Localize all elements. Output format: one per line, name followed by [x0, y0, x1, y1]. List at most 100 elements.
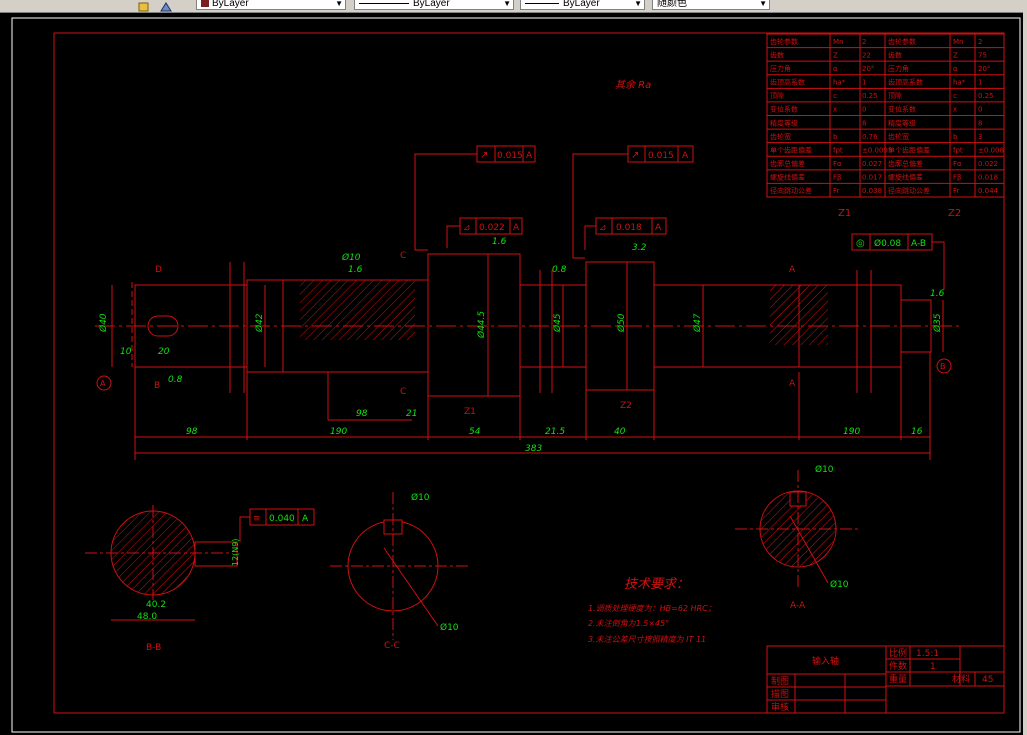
table-cell: x: [953, 106, 957, 114]
svg-text:制图: 制图: [771, 675, 789, 687]
table-cell: 变位系数: [770, 105, 798, 114]
dim-l4: 190: [330, 427, 347, 437]
table-cell: 顶隙: [770, 91, 784, 100]
svg-text:C: C: [400, 251, 406, 261]
tolerance-frame-5: ◎ Ø0.08 A-B: [851, 233, 945, 290]
table-cell: 齿顶高系数: [770, 78, 805, 87]
dim-l2: 20: [158, 347, 170, 357]
table-cell: ±0.008: [978, 146, 1004, 154]
title-block: [766, 645, 1005, 714]
section-a-a: Ø10 Ø10 A-A: [735, 464, 860, 611]
linetype-dropdown-value: ByLayer: [413, 0, 450, 9]
svg-text:比例: 比例: [889, 647, 907, 659]
technical-requirements: 技术要求： 1.调质处理硬度为：HB=62 HRC； 2.未注倒角为1.5×45…: [588, 577, 716, 644]
dim-d1: Ø40: [98, 313, 109, 333]
svg-text:0.015: 0.015: [648, 151, 674, 161]
section-label-c: C-C: [384, 641, 400, 651]
dimension-lines: [111, 254, 944, 460]
table-cell: 0: [978, 106, 982, 114]
table-cell: ha*: [953, 79, 966, 87]
svg-text:Ø10: Ø10: [830, 579, 849, 590]
table-cell: 0.022: [978, 160, 998, 168]
table-cell: 1: [978, 79, 982, 87]
table-cell: α: [953, 65, 958, 73]
layer-previous-icon[interactable]: [160, 0, 172, 12]
table-cell: 压力角: [770, 64, 791, 73]
table-cell: c: [953, 92, 957, 100]
svg-text:↗: ↗: [480, 150, 488, 161]
table-cell: 0.044: [978, 187, 999, 195]
table-cell: 单个齿距偏差: [770, 145, 812, 154]
table-cell: 齿廓总偏差: [770, 159, 805, 168]
chevron-down-icon: ▼: [503, 0, 511, 8]
dim-l10: 190: [843, 427, 860, 437]
table-cell: Mn: [833, 38, 843, 46]
table-cell: fpt: [953, 146, 963, 154]
z1-label: Z1: [838, 208, 851, 219]
table-cell: ±0.0095: [862, 146, 892, 154]
svg-text:Ø10: Ø10: [411, 492, 430, 503]
svg-text:0.040: 0.040: [269, 514, 295, 524]
svg-text:⊿: ⊿: [599, 223, 607, 233]
lineweight-dropdown[interactable]: ByLayer ▼: [520, 0, 645, 10]
tolerance-frame-4: ⊿ 0.018 A: [584, 217, 667, 250]
ra-2: 1.6: [492, 237, 507, 247]
tech-req-3: 3.未注公差尺寸按照精度为 IT 11: [588, 635, 706, 644]
svg-text:描图: 描图: [771, 688, 789, 700]
dim-l9: 40: [614, 427, 626, 437]
sheet-inner-frame: [53, 32, 1005, 714]
dim-total: 383: [525, 444, 542, 454]
dim-l7: 54: [469, 427, 481, 437]
table-cell: 0.027: [862, 160, 882, 168]
table-cell: fpt: [833, 146, 843, 154]
tech-req-1: 1.调质处理硬度为：HB=62 HRC；: [588, 604, 716, 613]
svg-text:◎: ◎: [856, 238, 865, 249]
table-cell: Fβ: [833, 174, 842, 182]
plotstyle-dropdown[interactable]: 随颜色 ▼: [652, 0, 770, 10]
table-cell: 22: [862, 51, 871, 59]
ra-4: 0.8: [552, 265, 567, 275]
tolerance-frame-3: ⊿ 0.022 A: [446, 217, 523, 248]
z2-label: Z2: [948, 208, 961, 219]
svg-text:Ø0.08: Ø0.08: [874, 238, 901, 249]
table-cell: ha*: [833, 79, 846, 87]
part-name: 输入轴: [812, 655, 839, 667]
table-cell: 20°: [978, 65, 990, 73]
table-cell: 齿顶高系数: [888, 78, 923, 87]
table-cell: Fβ: [953, 174, 962, 182]
table-cell: 0.25: [978, 92, 994, 100]
table-cell: Fα: [833, 160, 842, 168]
properties-toolbar: ByLayer ▼ ByLayer ▼ ByLayer ▼ 随颜色 ▼: [0, 0, 1027, 13]
table-cell: 压力角: [888, 64, 909, 73]
svg-text:A: A: [526, 151, 533, 161]
table-cell: b: [833, 133, 838, 141]
svg-text:0.018: 0.018: [616, 223, 642, 233]
vertical-scrollbar[interactable]: [1023, 12, 1027, 735]
layer-state-icon[interactable]: [138, 0, 150, 12]
table-cell: 2: [862, 38, 866, 46]
dim-key1: Ø10: [341, 252, 361, 263]
svg-text:重量: 重量: [889, 673, 907, 685]
svg-text:≡: ≡: [253, 514, 261, 524]
svg-text:件数: 件数: [889, 660, 907, 672]
shaft-main-view: [95, 253, 960, 397]
svg-text:12(N9): 12(N9): [231, 539, 240, 567]
dimension-text: 98 190 98 21 54 21.5 40 190 16 383 10 20…: [98, 237, 945, 454]
dim-d3: Ø45: [552, 313, 563, 333]
lineweight-dropdown-value: ByLayer: [563, 0, 600, 9]
linetype-dropdown[interactable]: ByLayer ▼: [354, 0, 514, 10]
tech-req-2: 2.未注倒角为1.5×45°: [588, 619, 669, 628]
table-cell: Z: [833, 51, 838, 59]
ra-1: 1.6: [348, 265, 363, 275]
table-cell: 0.018: [978, 174, 998, 182]
color-dropdown[interactable]: ByLayer ▼: [196, 0, 346, 10]
gear-parameter-table: [766, 33, 1005, 198]
svg-text:48.0: 48.0: [137, 612, 157, 622]
svg-text:⊿: ⊿: [463, 223, 471, 233]
ra-6: 0.8: [168, 375, 183, 385]
section-label-b: B-B: [146, 643, 161, 653]
section-b-b: ≡ 0.040 A 40.2 48.0 12(N9) B-B: [85, 505, 315, 653]
table-cell: Fr: [953, 187, 960, 195]
chevron-down-icon: ▼: [759, 0, 767, 8]
